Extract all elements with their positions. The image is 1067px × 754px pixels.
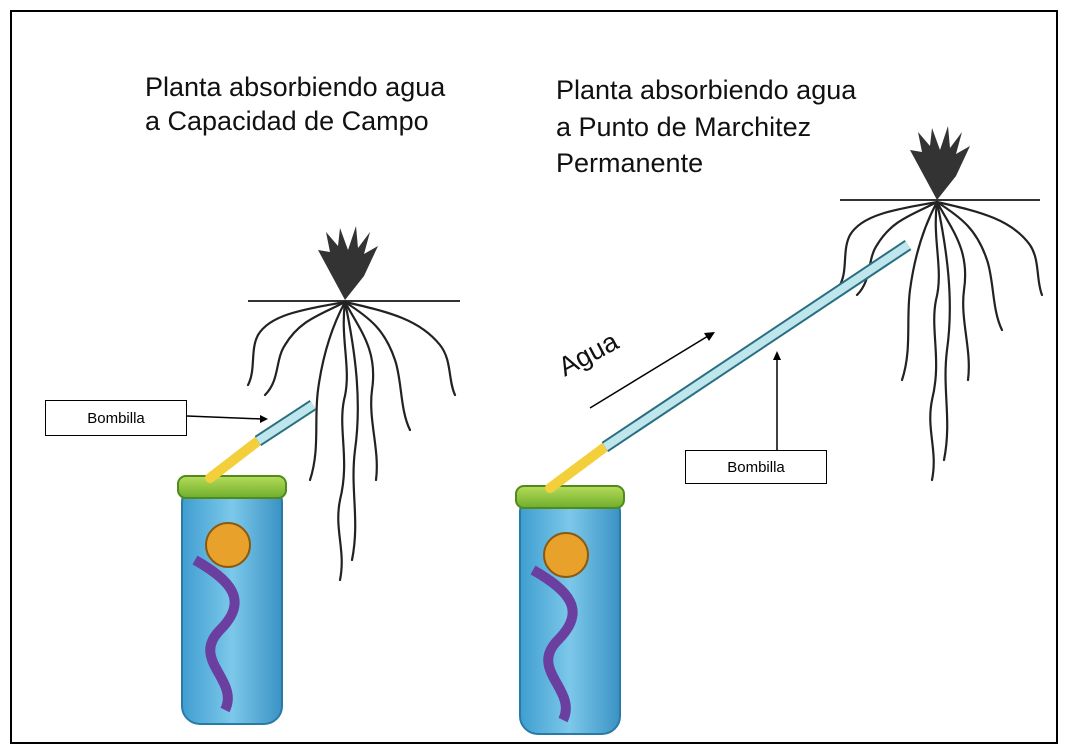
left-cup-character-icon	[205, 522, 251, 568]
right-cup-spiral	[530, 565, 578, 723]
agua-arrowhead-icon	[704, 332, 715, 341]
right-cup-character-icon	[543, 532, 589, 578]
right-title-line-2: a Punto de Marchitez	[556, 112, 812, 142]
left-label-arrow	[186, 415, 268, 423]
left-cup-lid	[177, 475, 287, 499]
right-label-arrow	[773, 351, 781, 450]
right-arrowhead-icon	[773, 351, 781, 360]
left-straw	[205, 399, 317, 483]
right-straw-blue	[602, 241, 911, 451]
left-cup-spiral	[192, 555, 240, 713]
figure-frame	[10, 10, 1058, 744]
left-foliage-icon	[318, 226, 378, 300]
left-roots-icon	[246, 300, 457, 582]
right-foliage-icon	[910, 126, 970, 200]
agua-flow-arrow	[589, 332, 715, 409]
left-straw-blue	[255, 401, 316, 445]
left-title-line-1: Planta absorbiendo agua	[145, 72, 446, 102]
left-cup	[177, 475, 287, 725]
right-roots-icon	[838, 200, 1044, 482]
left-straw-yellow	[205, 436, 263, 483]
right-straw-label: Bombilla	[685, 450, 827, 484]
right-straw	[545, 240, 912, 493]
right-plant	[838, 126, 1044, 482]
right-title-line-1: Planta absorbiendo agua	[556, 75, 857, 105]
left-title-line-2: a Capacidad de Campo	[145, 106, 429, 136]
right-cup	[515, 485, 625, 735]
left-arrowhead-icon	[260, 415, 268, 423]
left-straw-label: Bombilla	[45, 400, 187, 436]
right-title-line-3: Permanente	[556, 148, 704, 178]
left-plant	[246, 226, 460, 582]
right-cup-lid	[515, 485, 625, 509]
right-straw-yellow	[545, 442, 610, 493]
